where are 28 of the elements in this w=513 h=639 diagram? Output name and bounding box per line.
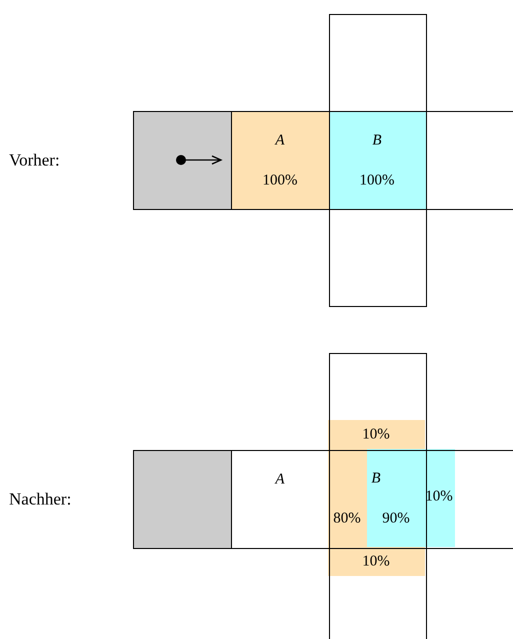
cell-text: 100% <box>360 174 394 188</box>
row-label: Nachher: <box>9 490 72 508</box>
grid-cell <box>329 450 427 549</box>
grid-cell <box>329 111 427 210</box>
cell-text: 90% <box>382 512 410 526</box>
cell-text: B <box>372 134 382 148</box>
grid-cell <box>426 111 513 210</box>
grid-cell <box>329 353 427 451</box>
grid-cell <box>133 111 232 210</box>
cell-text: 100% <box>262 174 298 188</box>
cell-text: 10% <box>425 490 453 504</box>
grid-cell <box>329 209 427 307</box>
cell-text: 80% <box>333 512 361 526</box>
share-patch <box>425 449 455 547</box>
cell-text: 10% <box>362 554 390 570</box>
share-patch <box>328 449 367 547</box>
cell-text: A <box>275 134 285 148</box>
cell-text: A <box>275 472 285 488</box>
grid-cell <box>426 450 513 549</box>
grid-cell <box>133 450 232 549</box>
cell-text: 10% <box>362 428 390 442</box>
cell-text: B <box>371 472 381 486</box>
row-label: Vorher: <box>9 152 60 168</box>
share-patch <box>367 449 425 547</box>
grid-cell <box>231 111 330 210</box>
share-patch <box>328 420 425 449</box>
grid-cell <box>329 548 427 639</box>
share-patch <box>328 547 425 576</box>
